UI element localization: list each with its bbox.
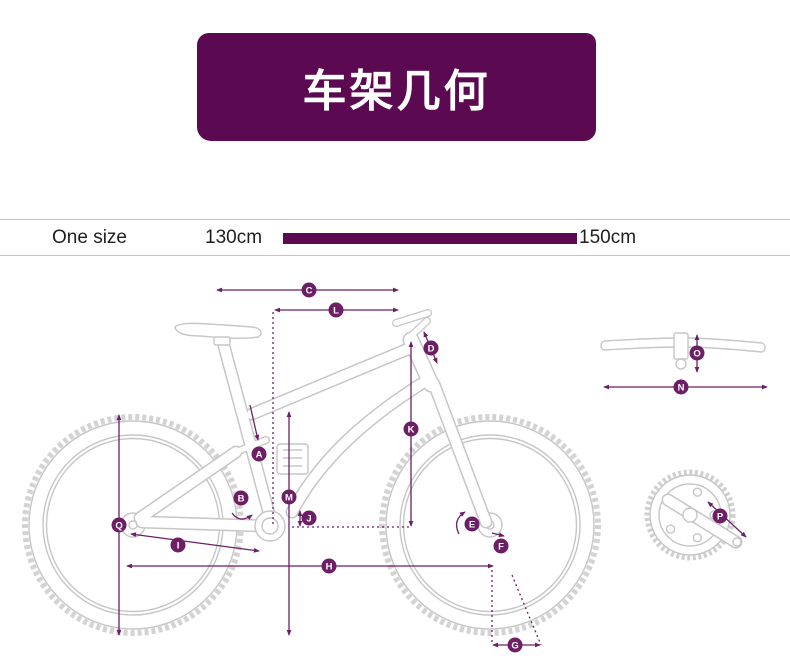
size-name: One size bbox=[52, 227, 127, 248]
dimension-line-a bbox=[249, 404, 260, 441]
dimension-label-i: I bbox=[170, 537, 186, 553]
dimension-label-g: G bbox=[507, 637, 523, 653]
rider-height-range-bar bbox=[283, 233, 577, 244]
dimension-letter-i: I bbox=[177, 540, 180, 551]
bike-frame bbox=[133, 309, 493, 533]
dimension-letter-m: M bbox=[285, 492, 293, 503]
dimension-label-q: Q bbox=[111, 517, 127, 533]
dimension-letter-b: B bbox=[238, 493, 245, 504]
dimension-letter-h: H bbox=[326, 561, 333, 572]
dimension-line-e bbox=[455, 511, 466, 535]
dimension-letter-k: K bbox=[408, 424, 415, 435]
dimension-label-k: K bbox=[403, 421, 419, 437]
dimension-label-c: C bbox=[301, 282, 317, 298]
dimension-letter-e: E bbox=[469, 519, 475, 530]
dimension-label-b: B bbox=[233, 490, 249, 506]
dimension-label-a: A bbox=[251, 446, 267, 462]
reference-line-steering-axis bbox=[511, 574, 542, 646]
rear-shock bbox=[276, 443, 309, 475]
title-banner: 车架几何 bbox=[197, 33, 596, 141]
dimension-letter-p: P bbox=[717, 511, 724, 522]
dimension-line-f bbox=[491, 532, 505, 538]
dimension-letter-q: Q bbox=[115, 520, 122, 531]
dimension-label-d: D bbox=[423, 340, 439, 356]
dimension-letter-n: N bbox=[678, 382, 685, 393]
rider-height-max: 150cm bbox=[579, 227, 637, 248]
handlebar-front-view bbox=[600, 332, 766, 370]
dimension-label-o: O bbox=[689, 345, 705, 361]
dimension-line-b bbox=[231, 512, 253, 520]
dimension-letter-j: J bbox=[306, 513, 311, 524]
divider-bottom bbox=[0, 255, 790, 256]
saddle bbox=[174, 322, 262, 346]
dimension-letter-c: C bbox=[306, 285, 313, 296]
page-title: 车架几何 bbox=[302, 66, 491, 117]
dimension-label-p: P bbox=[712, 508, 728, 524]
dimension-label-f: F bbox=[493, 538, 509, 554]
dimension-line-p bbox=[707, 501, 747, 538]
dimension-label-h: H bbox=[321, 558, 337, 574]
dimension-letter-d: D bbox=[428, 343, 435, 354]
dimension-letter-l: L bbox=[333, 305, 339, 316]
dimension-label-j: J bbox=[301, 510, 317, 526]
dimension-label-n: N bbox=[673, 379, 689, 395]
dimension-line-i bbox=[130, 532, 260, 553]
dimension-letter-g: G bbox=[511, 640, 518, 651]
dimension-label-m: M bbox=[281, 489, 297, 505]
dimension-letter-a: A bbox=[256, 449, 263, 460]
rider-height-min: 130cm bbox=[205, 227, 263, 248]
dimension-label-e: E bbox=[464, 516, 480, 532]
divider-top bbox=[0, 219, 790, 220]
dimension-letter-o: O bbox=[693, 348, 700, 359]
bottom-bracket bbox=[254, 510, 286, 542]
dimension-label-l: L bbox=[328, 302, 344, 318]
front-wheel bbox=[379, 414, 601, 636]
dimension-letter-f: F bbox=[498, 541, 504, 552]
